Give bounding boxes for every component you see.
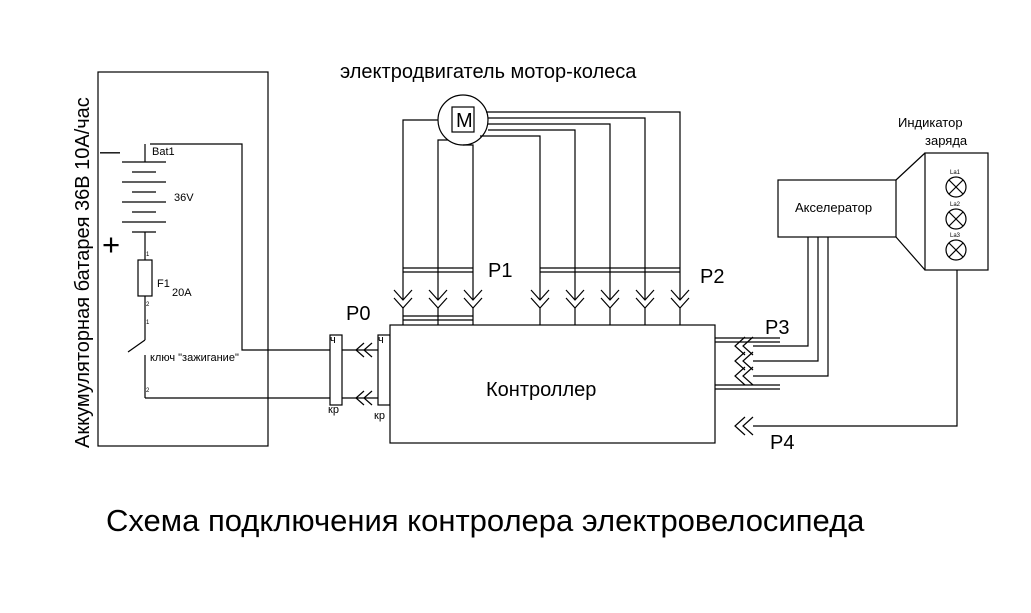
lamp-la2 [945, 208, 967, 230]
diagram-title: Схема подключения контролера электровело… [106, 503, 865, 538]
motor-phase-wires [402, 119, 474, 300]
indicator-housing [895, 152, 926, 181]
lamp-la2-label: La2 [950, 202, 961, 208]
indicator-lamps [945, 176, 967, 261]
p1-label: P1 [488, 260, 512, 282]
lamp-la3 [945, 239, 967, 261]
fuse-symbol [137, 259, 153, 297]
p1-connector [393, 267, 483, 325]
battery-cell-name: Bat1 [152, 146, 175, 158]
p0-connector-arrows [355, 342, 373, 406]
battery-plus-sign: + [102, 227, 120, 262]
accelerator-wires [753, 237, 829, 377]
p0-label: P0 [346, 303, 370, 325]
motor-m-box [451, 106, 475, 133]
indicator-title-line1: Индикатор [898, 115, 963, 130]
lamp-la1 [945, 176, 967, 198]
switch-pin-top: 1 [146, 320, 150, 326]
p4-label: P4 [770, 432, 794, 454]
p3-label: P3 [765, 317, 789, 339]
fuse-name: F1 [157, 278, 170, 290]
fuse-rating: 20A [172, 287, 192, 299]
p0-connector-left [329, 334, 343, 406]
p2-label: P2 [700, 266, 724, 288]
wire-kr-right-label: кр [374, 410, 385, 422]
accelerator-label: Акселератор [795, 200, 872, 215]
wire-kr-left-label: кр [328, 404, 339, 416]
battery-box [97, 71, 269, 447]
p3-connector [715, 336, 780, 390]
wire-red-left-label: ч [330, 334, 336, 346]
indicator-title-line2: заряда [925, 133, 968, 148]
battery-label: Аккумуляторная батарея 36В 10А/час [72, 97, 94, 448]
motor-label: электродвигатель мотор-колеса [340, 61, 637, 83]
battery-voltage: 36V [174, 192, 194, 204]
switch-pin-bottom: 2 [146, 388, 150, 394]
accelerator-box [777, 179, 897, 238]
lamp-la3-label: La3 [950, 233, 961, 239]
p4-connector [734, 416, 754, 436]
fuse-pin-top: 1 [146, 252, 150, 258]
lamp-la1-label: La1 [950, 170, 961, 176]
fuse-pin-bottom: 2 [146, 302, 150, 308]
p2-connector [530, 267, 690, 325]
ignition-switch-symbol [127, 339, 330, 399]
motor-m-letter: M [456, 110, 473, 132]
battery-minus-sign: — [100, 141, 120, 163]
controller-label: Контроллер [486, 379, 596, 401]
battery-cell-symbol [122, 144, 166, 260]
switch-label: ключ "зажигание" [150, 352, 239, 364]
motor-hall-wires [480, 111, 681, 300]
wire-red-right-label: ч [378, 334, 384, 346]
controller-box [389, 324, 716, 444]
indicator-wire [753, 270, 958, 427]
